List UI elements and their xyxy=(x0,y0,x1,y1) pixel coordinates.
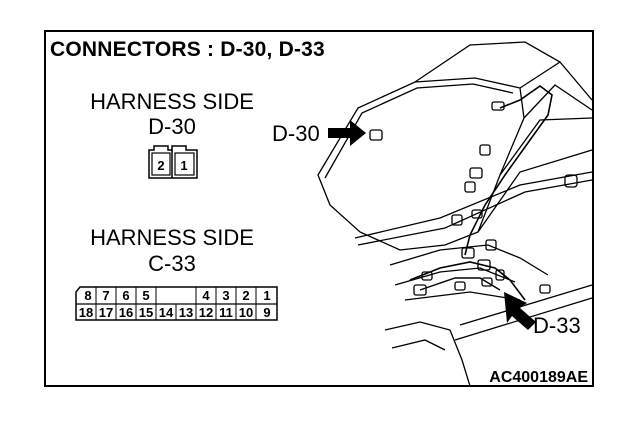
c33-pin-13: 13 xyxy=(179,305,193,320)
c33-pin-8: 8 xyxy=(84,288,91,303)
c33-pin-11: 11 xyxy=(219,305,233,320)
c33-pin-3: 3 xyxy=(222,288,229,303)
c33-pin-17: 17 xyxy=(99,305,113,320)
d30-connector-code: D-30 xyxy=(148,114,196,139)
c33-pin-16: 16 xyxy=(119,305,133,320)
c33-pin-7: 7 xyxy=(102,288,109,303)
c33-pin-18: 18 xyxy=(79,305,93,320)
diagram-title: CONNECTORS : D-30, D-33 xyxy=(50,38,325,61)
c33-pin-1: 1 xyxy=(263,288,270,303)
d33-callout-label: D-33 xyxy=(533,313,581,338)
c33-pin-14: 14 xyxy=(159,305,174,320)
d30-pin-2: 2 xyxy=(157,158,164,173)
c33-connector-code: C-33 xyxy=(148,251,196,276)
d30-pin-1: 1 xyxy=(180,158,187,173)
c33-pin-12: 12 xyxy=(199,305,213,320)
c33-harness-side-label: HARNESS SIDE xyxy=(90,225,254,250)
d30-callout-label: D-30 xyxy=(272,121,320,146)
diagram-frame xyxy=(44,30,594,387)
c33-connector-face: 8 7 6 5 4 3 2 1 18 17 16 15 14 13 12 11 … xyxy=(75,286,278,321)
c33-pin-4: 4 xyxy=(202,288,210,303)
c33-pin-6: 6 xyxy=(122,288,129,303)
figure-id: AC400189AE xyxy=(489,369,588,386)
d30-arrow-icon xyxy=(328,120,366,146)
c33-pin-9: 9 xyxy=(263,305,270,320)
c33-pin-15: 15 xyxy=(139,305,153,320)
c33-pin-10: 10 xyxy=(239,305,253,320)
d33-arrow-icon xyxy=(504,292,536,330)
c33-pin-2: 2 xyxy=(242,288,249,303)
c33-pin-5: 5 xyxy=(142,288,149,303)
d30-harness-side-label: HARNESS SIDE xyxy=(90,89,254,114)
d30-connector-face: 2 1 xyxy=(148,145,198,179)
